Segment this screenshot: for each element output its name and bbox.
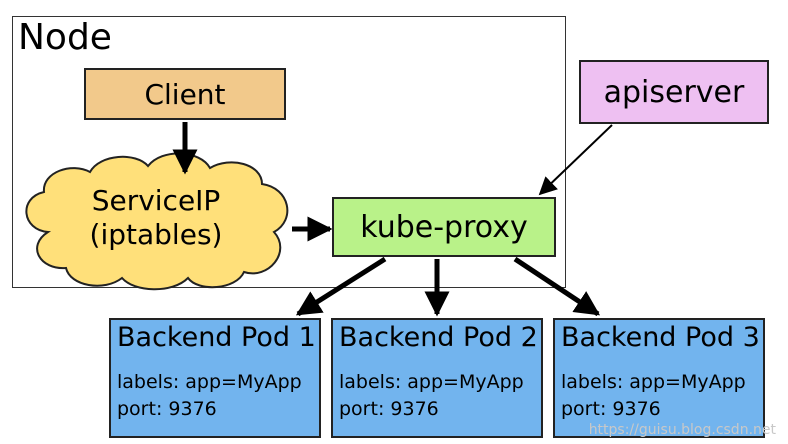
node-title: Node (18, 17, 112, 58)
service-ip-line2: (iptables) (89, 218, 223, 251)
backend-pod-1: Backend Pod 1 labels: app=MyApp port: 93… (109, 318, 321, 438)
arrow-proxy-to-pod1 (295, 256, 387, 317)
service-ip-cloud (25, 152, 289, 291)
arrow-proxy-to-pod3 (513, 256, 601, 317)
pod-port: port: 9376 (117, 398, 217, 420)
service-ip-line1: ServiceIP (91, 184, 221, 217)
client-box: Client (84, 68, 286, 120)
pod-port: port: 9376 (561, 398, 661, 420)
pod-labels: labels: app=MyApp (117, 371, 302, 393)
pod-title: Backend Pod 1 (117, 322, 316, 353)
kube-proxy-box: kube-proxy (332, 197, 556, 257)
backend-pod-3: Backend Pod 3 labels: app=MyApp port: 93… (553, 318, 765, 438)
pod-labels: labels: app=MyApp (339, 371, 524, 393)
pod-port: port: 9376 (339, 398, 439, 420)
service-ip-label: ServiceIP (iptables) (26, 184, 286, 252)
pod-title: Backend Pod 2 (339, 322, 538, 353)
pod-labels: labels: app=MyApp (561, 371, 746, 393)
arrow-apiserver-to-proxy (538, 124, 613, 196)
backend-pod-2: Backend Pod 2 labels: app=MyApp port: 93… (331, 318, 543, 438)
pod-title: Backend Pod 3 (561, 322, 760, 353)
apiserver-box: apiserver (579, 60, 769, 124)
watermark: https://guisu.blog.csdn.net (588, 422, 776, 438)
